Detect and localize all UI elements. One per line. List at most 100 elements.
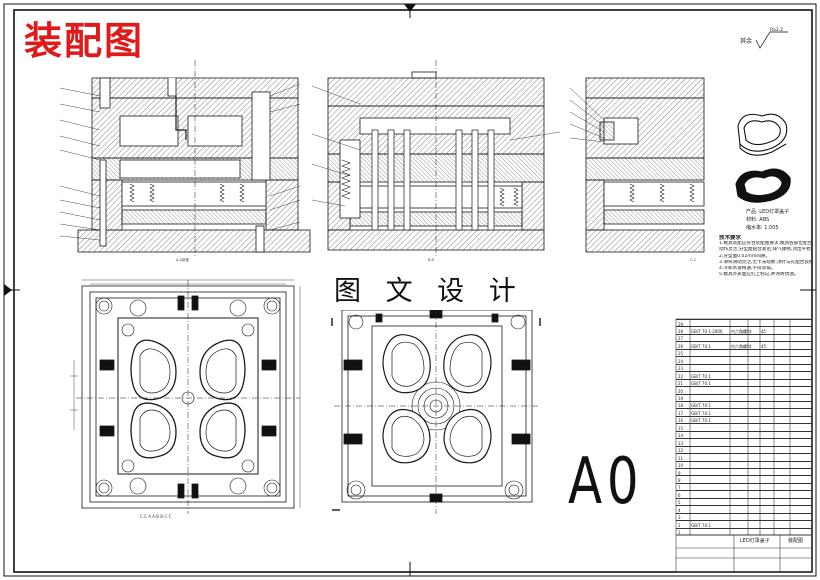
title-block-row: 16 GB/T 70.1 [676,415,812,424]
title-block-cell-no: 11 [678,455,684,461]
title-block-row: 27 [676,333,812,342]
title-block-row: 25 [676,348,812,357]
title-block-cell-no: 29 [678,321,684,327]
title-block-row: 5 [676,497,812,506]
title-block-row: 24 [676,356,812,364]
title-block-cell-mat: 45 [761,328,767,334]
title-block-cell-no: 5 [678,500,681,506]
title-block-cell-mat: 45 [761,343,767,349]
product-info: 产品: LED灯罩盖子 材料: ABS 缩水率: 1.005 [746,208,789,232]
title-block-cell-no: 6 [678,492,681,498]
roughness-label: 其余 [740,38,753,45]
title-block-row: 15 [676,423,812,431]
title-block-cell-no: 22 [678,373,684,379]
title-block-cell-no: 17 [678,410,684,416]
watermark-studio: 图 文 设 计 [326,274,532,311]
title-block-row: 23 [676,363,812,372]
note-line: 2.分型面0.02mm间隙。 [719,253,771,259]
title-block-cell-no: 26 [678,343,684,349]
title-block-cell-no: 18 [678,403,684,409]
title-block-row: 7 [676,482,812,491]
plan-view-moving-half [70,279,301,514]
section-label-c: C-C [690,258,697,262]
title-block-cell-no: 3 [678,515,681,521]
title-block-row: 17 GB/T 70.1 [676,408,812,416]
title-block-cell-no: 27 [678,336,684,342]
section-label-b: B-B [428,258,434,262]
bottom-callout: C-C A-A-B B-C-C [140,514,172,519]
plan-view-fixed-half [331,300,541,514]
title-block-cell-no: 1 [678,530,681,536]
title-block-cell-no: 12 [678,448,684,454]
title-block-row: 11 [676,453,812,461]
title-block-row: 20 [676,386,812,394]
title-block-row: 10 [676,460,812,469]
section-view-c [569,77,705,253]
roughness-note: 其余 Ra3.2 [740,28,783,45]
title-block-cell-code: GB/T 70.1 [691,522,711,528]
drawing-name: LED灯罩盖子 [740,538,770,544]
product-material: 材料: ABS [746,217,770,223]
title-block-cell-no: 9 [678,470,681,476]
title-block-cell-code: GB/T 70.1 [691,410,711,416]
product-shrink: 缩水率: 1.005 [746,225,779,231]
title-block-cell-no: 13 [678,440,684,446]
title-block-cell-no: 16 [678,418,684,424]
title-block-cell-code: GB/T 70.1 [691,373,711,379]
title-block-row: 4 [676,505,812,513]
title-block-row: 6 [676,490,812,498]
title-block-cell-no: 7 [678,485,681,491]
watermark-assembly-drawing: 装配图 [24,18,145,63]
title-block-row: 29 [676,319,812,327]
title-block-cell-no: 19 [678,396,684,401]
technical-notes: 技术要求 1.模具装配应符合装配图要求,模具各部位配合良好, 动作灵活,分型面贴… [719,235,811,278]
roughness-symbol [755,31,788,49]
title-block-cell-no: 25 [678,351,684,357]
title-block-cell-no: 14 [678,433,684,439]
title-block-row: 19 [676,393,812,402]
note-line: 1.模具装配应符合装配图要求,模具各部位配合良好, [719,241,811,247]
title-block-cell-code: GB/T 70.1-2000 [691,328,723,334]
drawing-type: 装配图 [788,538,804,544]
title-block-cell-qty: 4 [749,343,752,349]
title-block-cell-no: 10 [678,463,684,469]
sheet-size-label: A0 [568,445,644,519]
title-block-row: 3 [676,512,812,521]
section-view-b [311,60,561,258]
title-block-cell-no: 8 [678,477,681,483]
title-block-cell-no: 2 [678,522,681,528]
title-block-cell-name: 内六角螺钉 [731,343,749,349]
title-block-cell-no: 20 [678,388,684,394]
title-block-row: 1 [676,527,812,536]
title-block-cell-no: 24 [678,358,684,364]
title-block-cell-no: 23 [678,366,684,372]
inner-frame [13,9,813,573]
title-block-cell-no: 28 [678,328,684,334]
section-view-a [59,60,311,258]
title-block-row: 13 [676,438,812,446]
title-block-cell-code: GB/T 70.1 [691,418,711,424]
product-name: 产品: LED灯罩盖子 [746,209,790,215]
note-line: 5.模具外表面应打上标记,并涂防锈油。 [719,272,799,278]
title-block-row: 14 [676,430,812,439]
roughness-value: Ra3.2 [770,28,783,33]
title-block-row: 9 [676,468,812,476]
title-block-cell-code: GB/T 70.1 [691,381,711,387]
title-block-row: 22 GB/T 70.1 [676,371,812,379]
title-block-cell-code: GB/T 70.1 [691,343,711,349]
part-isometric-views [735,113,791,203]
title-block-cell-no: 4 [678,507,681,513]
section-label-a: A-A剖视 [176,258,189,262]
title-block-cell-name: 内六角螺钉 [731,328,749,334]
notes-heading: 技术要求 [719,235,742,241]
title-block-cell-qty: 4 [749,328,752,334]
title-block-row: 2 GB/T 70.1 [676,520,812,528]
title-block-cell-no: 15 [678,425,684,431]
